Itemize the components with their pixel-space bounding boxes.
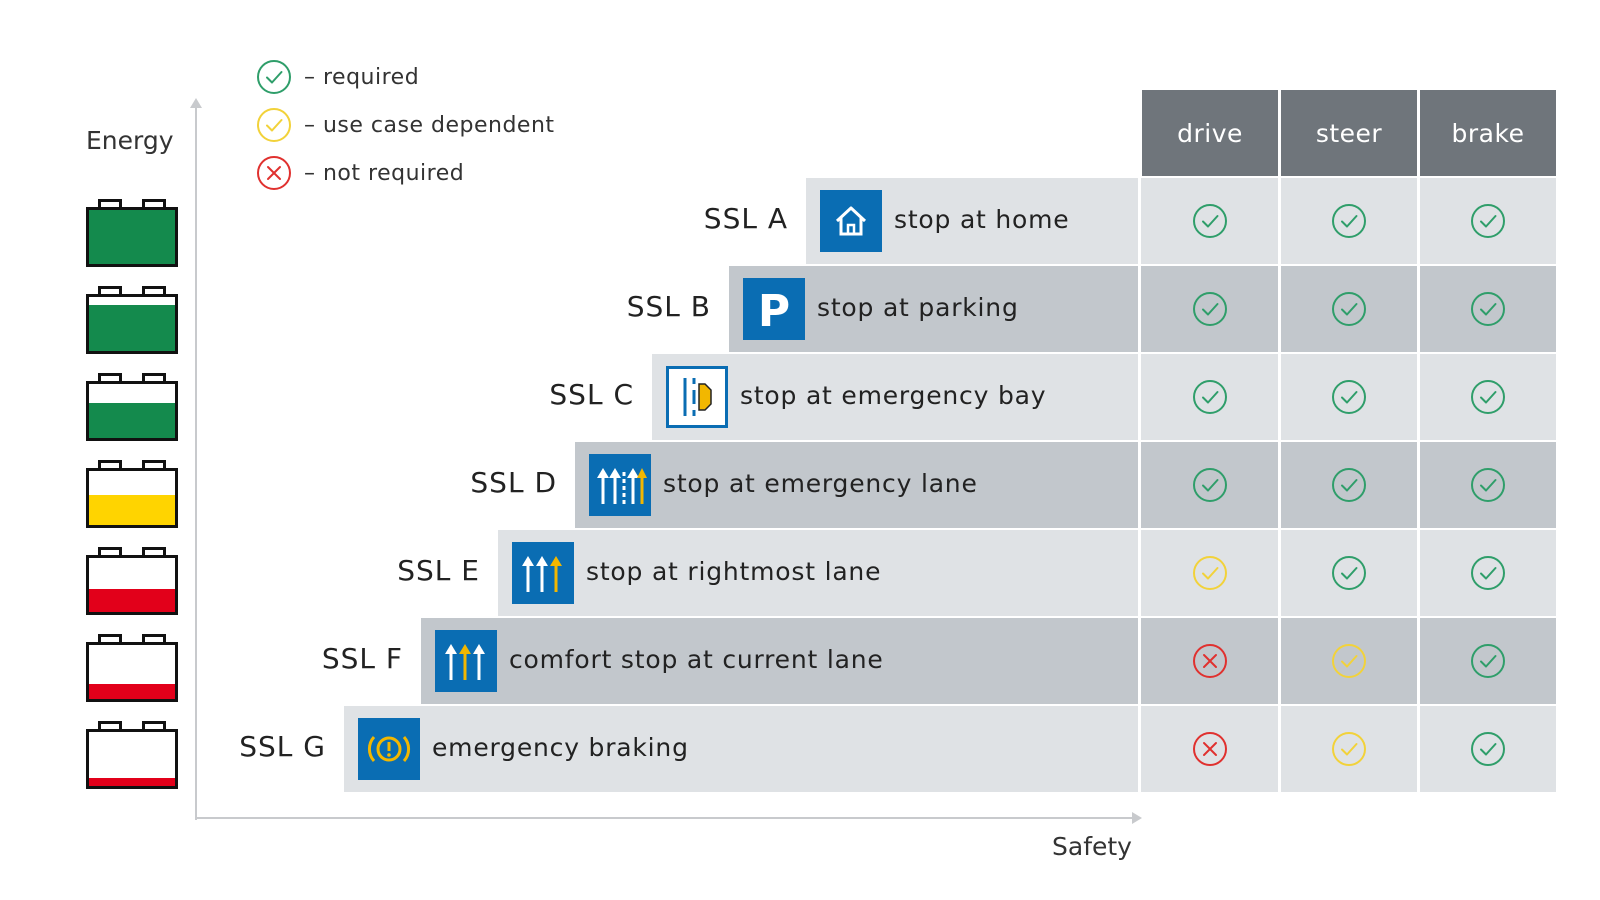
ssl-level-label: SSL D [470, 466, 557, 499]
ssl-row [421, 618, 1556, 704]
energy-axis [195, 104, 197, 820]
cross-circle-icon [256, 155, 292, 191]
ssl-description: stop at emergency lane [663, 469, 978, 498]
legend-item-dependent: – use case dependent [256, 107, 555, 143]
ssl-row [498, 530, 1556, 616]
column-divider [1278, 354, 1281, 440]
check-circle-icon [1420, 530, 1556, 616]
legend-item-not: – not required [256, 155, 464, 191]
ssl-row [344, 706, 1556, 792]
column-header-steer: steer [1281, 90, 1417, 176]
column-divider [1278, 442, 1281, 528]
emergency-bay-icon [666, 366, 728, 428]
ssl-level-label: SSL F [321, 642, 403, 675]
check-circle-icon [256, 59, 292, 95]
column-divider [1417, 266, 1420, 352]
ssl-level-label: SSL A [703, 202, 788, 235]
safety-axis-label: Safety [1052, 832, 1132, 861]
battery-icon [86, 460, 178, 528]
column-divider [1417, 706, 1420, 792]
check-circle-icon [1142, 530, 1278, 616]
home-icon [820, 190, 882, 252]
check-circle-icon [1420, 178, 1556, 264]
ssl-description: comfort stop at current lane [509, 645, 884, 674]
check-circle-icon [1281, 178, 1417, 264]
check-circle-icon [1420, 706, 1556, 792]
ssl-level-label: SSL E [397, 554, 480, 587]
battery-icon [86, 634, 178, 702]
column-divider [1278, 266, 1281, 352]
column-divider [1138, 618, 1141, 704]
check-circle-icon [1142, 266, 1278, 352]
check-circle-icon [1142, 442, 1278, 528]
column-divider [1417, 354, 1420, 440]
ssl-description: stop at rightmost lane [586, 557, 882, 586]
cross-circle-icon [1142, 706, 1278, 792]
check-circle-icon [1420, 442, 1556, 528]
energy-axis-arrow [190, 98, 202, 108]
check-circle-icon [1281, 618, 1417, 704]
column-divider [1278, 530, 1281, 616]
column-divider [1138, 178, 1141, 264]
safety-axis [195, 817, 1133, 819]
column-divider [1417, 442, 1420, 528]
check-circle-icon [1142, 354, 1278, 440]
ssl-description: stop at home [894, 205, 1070, 234]
check-circle-icon [256, 107, 292, 143]
safety-axis-arrow [1132, 812, 1142, 824]
legend-label: – use case dependent [304, 112, 555, 138]
svg-text:P: P [758, 286, 790, 336]
ssl-row [652, 354, 1556, 440]
check-circle-icon [1281, 706, 1417, 792]
ssl-level-label: SSL B [626, 290, 711, 323]
column-divider [1138, 266, 1141, 352]
brake-warning-icon [358, 718, 420, 780]
emergency-lane-icon [589, 454, 651, 516]
column-divider [1138, 442, 1141, 528]
column-divider [1138, 354, 1141, 440]
check-circle-icon [1281, 530, 1417, 616]
legend-label: – required [304, 64, 420, 90]
check-circle-icon [1420, 618, 1556, 704]
column-divider [1278, 618, 1281, 704]
check-circle-icon [1281, 266, 1417, 352]
battery-icon [86, 547, 178, 615]
check-circle-icon [1142, 178, 1278, 264]
legend-label: – not required [304, 160, 465, 186]
check-circle-icon [1281, 442, 1417, 528]
current-lane-icon [435, 630, 497, 692]
battery-icon [86, 286, 178, 354]
ssl-description: stop at parking [817, 293, 1019, 322]
ssl-description: emergency braking [432, 733, 689, 762]
battery-icon [86, 373, 178, 441]
column-divider [1278, 178, 1281, 264]
column-header-drive: drive [1142, 90, 1278, 176]
column-header-brake: brake [1420, 90, 1556, 176]
ssl-description: stop at emergency bay [740, 381, 1047, 410]
column-divider [1138, 530, 1141, 616]
column-divider [1138, 706, 1141, 792]
ssl-row [575, 442, 1556, 528]
check-circle-icon [1420, 354, 1556, 440]
cross-circle-icon [1142, 618, 1278, 704]
ssl-row [806, 178, 1556, 264]
check-circle-icon [1420, 266, 1556, 352]
parking-icon: P [743, 278, 805, 340]
battery-icon [86, 721, 178, 789]
energy-axis-label: Energy [86, 126, 174, 155]
ssl-level-label: SSL C [549, 378, 634, 411]
column-divider [1417, 530, 1420, 616]
legend-item-required: – required [256, 59, 419, 95]
column-divider [1417, 178, 1420, 264]
battery-icon [86, 199, 178, 267]
column-divider [1417, 618, 1420, 704]
check-circle-icon [1281, 354, 1417, 440]
column-divider [1278, 706, 1281, 792]
ssl-level-label: SSL G [239, 730, 326, 763]
rightmost-lane-icon [512, 542, 574, 604]
